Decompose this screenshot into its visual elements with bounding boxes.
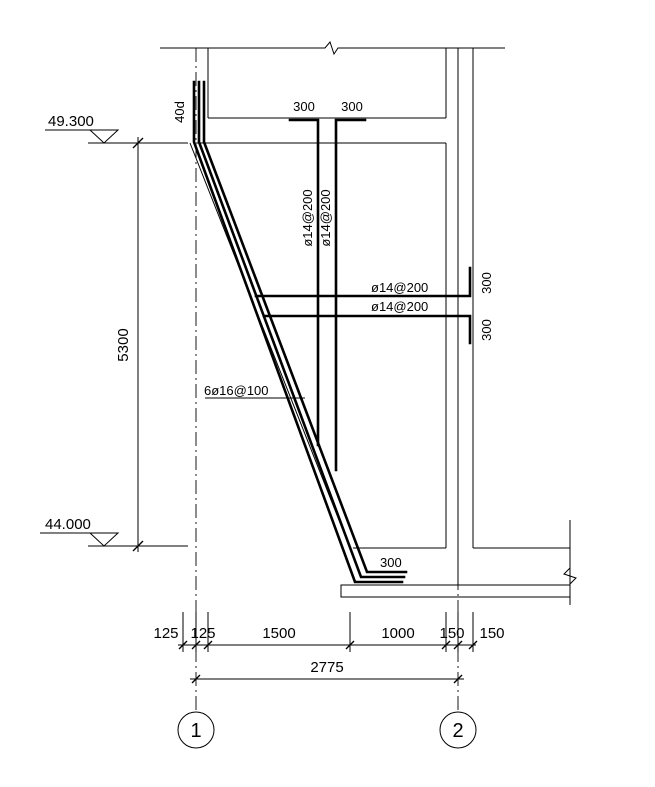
elevation-bottom-marker: 44.000 xyxy=(40,516,188,547)
wall-outline xyxy=(160,40,577,605)
horizontal-bar-label-lower: ø14@200 xyxy=(371,299,428,314)
horizontal-hook-upper: 300 xyxy=(479,272,494,294)
stirrup-length-right: 300 xyxy=(341,99,363,114)
axis-bubble-1: 1 xyxy=(177,711,215,749)
height-dimension: 5300 xyxy=(115,137,144,552)
axis-bubble-2: 2 xyxy=(439,711,477,749)
anchorage-label: 40d xyxy=(172,101,187,123)
main-bars xyxy=(192,80,408,584)
height-label: 5300 xyxy=(115,328,132,361)
horizontal-bars xyxy=(254,266,472,345)
stirrup-length-left: 300 xyxy=(293,99,315,114)
elevation-bottom-label: 44.000 xyxy=(45,516,91,533)
bottom-hook-label: 300 xyxy=(380,555,402,570)
dim-segment-6: 150 xyxy=(479,625,504,642)
dim-segment-2: 125 xyxy=(190,625,215,642)
dim-segment-3: 1500 xyxy=(262,625,295,642)
axis-label-2: 2 xyxy=(452,720,463,742)
dim-segment-5: 150 xyxy=(439,625,464,642)
elevation-top-label: 49.300 xyxy=(48,113,94,130)
main-bar-label: 6ø16@100 xyxy=(204,383,269,398)
dim-total: 2775 xyxy=(310,659,343,676)
dim-segment-1: 125 xyxy=(153,625,178,642)
total-dimension: 2775 xyxy=(190,659,464,684)
vertical-bar-label-left: ø14@200 xyxy=(300,189,315,246)
axis-label-1: 1 xyxy=(190,720,201,742)
horizontal-bar-label-upper: ø14@200 xyxy=(371,280,428,295)
dim-segment-4: 1000 xyxy=(381,625,414,642)
elevation-top-marker: 49.300 xyxy=(45,113,188,144)
horizontal-hook-lower: 300 xyxy=(479,319,494,341)
dimension-chain: 125 125 1500 1000 150 150 xyxy=(153,612,505,652)
vertical-bar-label-right: ø14@200 xyxy=(318,189,333,246)
vertical-bars xyxy=(288,118,367,472)
